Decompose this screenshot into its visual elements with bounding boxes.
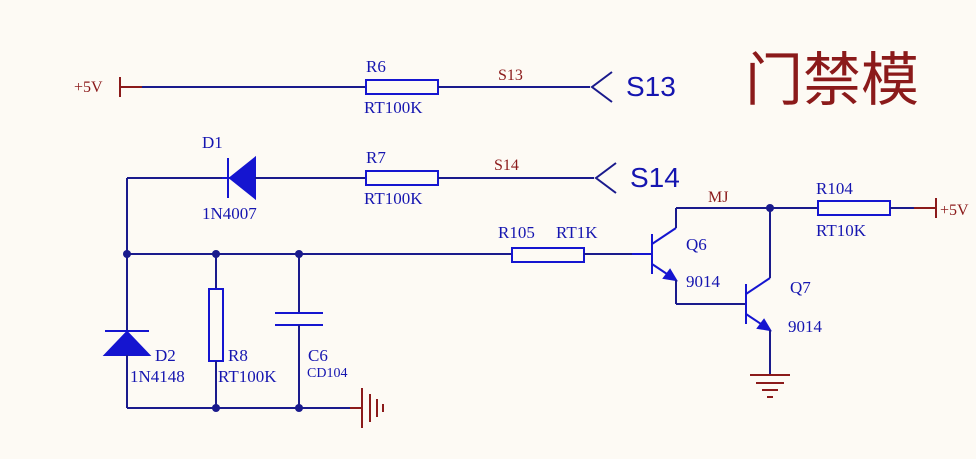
d2-diode-body	[102, 330, 152, 356]
port-s13-label: S13	[626, 71, 676, 102]
r8-ref: R8	[228, 346, 248, 365]
vcc-left-label: +5V	[74, 79, 103, 96]
s14-port-symbol	[594, 162, 617, 194]
q7-ref: Q7	[790, 278, 811, 297]
schematic-title: 门禁模	[745, 46, 919, 114]
d1-value: 1N4007	[202, 204, 257, 223]
d2-ref: D2	[155, 346, 176, 365]
net-mj-label: MJ	[708, 189, 728, 206]
q6-value: 9014	[686, 272, 721, 291]
vcc-right-label: +5V	[940, 202, 969, 219]
d1-ref: D1	[202, 133, 223, 152]
junction-dot	[295, 404, 303, 412]
r7-ref: R7	[366, 148, 386, 167]
q7-value: 9014	[788, 317, 823, 336]
r7-resistor	[365, 170, 439, 186]
ground-symbol-left	[350, 388, 384, 428]
q7-transistor	[745, 277, 772, 332]
r104-ref: R104	[816, 179, 853, 198]
r8-resistor	[208, 288, 224, 362]
r6-value: RT100K	[364, 98, 423, 117]
d2-value: 1N4148	[130, 367, 185, 386]
r105-resistor	[511, 247, 585, 263]
r105-ref: R105	[498, 223, 535, 242]
r7-value: RT100K	[364, 189, 423, 208]
q6-ref: Q6	[686, 235, 707, 254]
s13-port-symbol	[590, 71, 613, 103]
r105-value: RT1K	[556, 223, 598, 242]
d1-diode-body	[228, 155, 256, 201]
c6-value: CD104	[307, 366, 347, 381]
net-s14-label: S14	[494, 157, 519, 174]
q6-transistor	[632, 227, 678, 282]
ground-symbol-right	[750, 374, 790, 398]
r104-resistor	[817, 200, 891, 216]
r104-value: RT10K	[816, 221, 867, 240]
r6-resistor	[365, 79, 439, 95]
net-s13-label: S13	[498, 67, 523, 84]
r8-value: RT100K	[218, 367, 277, 386]
c6-ref: C6	[308, 346, 328, 365]
junction-dot	[212, 404, 220, 412]
r6-ref: R6	[366, 57, 386, 76]
port-s14-label: S14	[630, 162, 680, 193]
